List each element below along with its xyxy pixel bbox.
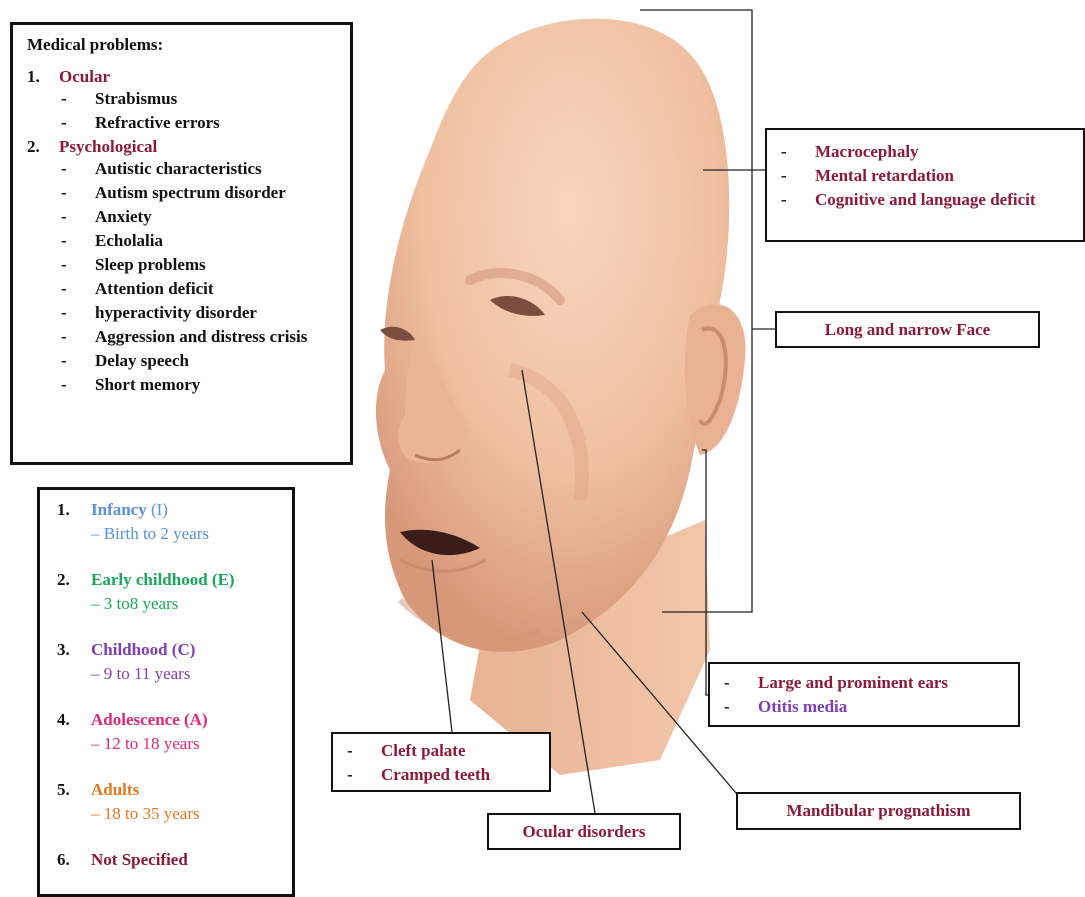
age-group-name: Not Specified xyxy=(91,850,188,869)
list-item: -Aggression and distress crisis xyxy=(27,325,336,349)
category-name: Psychological xyxy=(59,137,157,156)
callout-item: -Macrocephaly xyxy=(767,140,1083,164)
list-item: -Autism spectrum disorder xyxy=(27,181,336,205)
age-group-code: (I) xyxy=(151,500,168,519)
medical-problems-box: Medical problems: 1.Ocular -Strabismus -… xyxy=(10,22,353,465)
list-item: -Echolalia xyxy=(27,229,336,253)
age-group-early-childhood: 2.Early childhood (E) – 3 to8 years xyxy=(57,568,292,616)
callout-item: -Cramped teeth xyxy=(333,763,549,787)
callout-mouth: -Cleft palate -Cramped teeth xyxy=(331,732,551,792)
callout-item: -Cleft palate xyxy=(333,739,549,763)
callout-item: -Otitis media xyxy=(710,695,1018,719)
callout-ears: -Large and prominent ears -Otitis media xyxy=(708,662,1020,727)
age-group-range: – Birth to 2 years xyxy=(57,522,292,546)
list-item: -Strabismus xyxy=(27,87,336,111)
callout-item: -Mental retardation xyxy=(767,164,1083,188)
age-group-infancy: 1.Infancy (I) – Birth to 2 years xyxy=(57,498,292,546)
list-item: -Attention deficit xyxy=(27,277,336,301)
age-group-name: Adults xyxy=(91,780,139,799)
callout-face: Long and narrow Face xyxy=(775,311,1040,348)
callout-item: -Large and prominent ears xyxy=(710,671,1018,695)
list-item: -Short memory xyxy=(27,373,336,397)
age-groups-box: 1.Infancy (I) – Birth to 2 years 2.Early… xyxy=(37,487,295,897)
callout-head: -Macrocephaly -Mental retardation -Cogni… xyxy=(765,128,1085,242)
age-group-not-specified: 6.Not Specified xyxy=(57,848,292,872)
category-psychological: 2.Psychological -Autistic characteristic… xyxy=(27,137,336,397)
category-ocular: 1.Ocular -Strabismus -Refractive errors xyxy=(27,67,336,135)
age-group-range: – 3 to8 years xyxy=(57,592,292,616)
category-number: 2. xyxy=(27,137,59,157)
list-item: -Autistic characteristics xyxy=(27,157,336,181)
ear xyxy=(685,304,746,455)
list-item: -Sleep problems xyxy=(27,253,336,277)
list-item: -Anxiety xyxy=(27,205,336,229)
category-name: Ocular xyxy=(59,67,110,86)
list-item: -hyperactivity disorder xyxy=(27,301,336,325)
age-group-adolescence: 4.Adolescence (A) – 12 to 18 years xyxy=(57,708,292,756)
list-item: -Delay speech xyxy=(27,349,336,373)
callout-item: -Cognitive and language deficit xyxy=(767,188,1083,212)
category-number: 1. xyxy=(27,67,59,87)
callout-mandibular: Mandibular prognathism xyxy=(736,792,1021,830)
list-item: -Refractive errors xyxy=(27,111,336,135)
age-group-name: Early childhood (E) xyxy=(91,570,235,589)
age-group-name: Adolescence (A) xyxy=(91,710,208,729)
age-group-range: – 9 to 11 years xyxy=(57,662,292,686)
age-group-childhood: 3.Childhood (C) – 9 to 11 years xyxy=(57,638,292,686)
age-group-name: Infancy xyxy=(91,500,147,519)
age-group-range: – 18 to 35 years xyxy=(57,802,292,826)
age-group-name: Childhood (C) xyxy=(91,640,195,659)
age-group-range: – 12 to 18 years xyxy=(57,732,292,756)
callout-ocular: Ocular disorders xyxy=(487,813,681,850)
medical-problems-title: Medical problems: xyxy=(27,35,336,55)
head-illustration xyxy=(360,0,760,790)
age-group-adults: 5.Adults – 18 to 35 years xyxy=(57,778,292,826)
